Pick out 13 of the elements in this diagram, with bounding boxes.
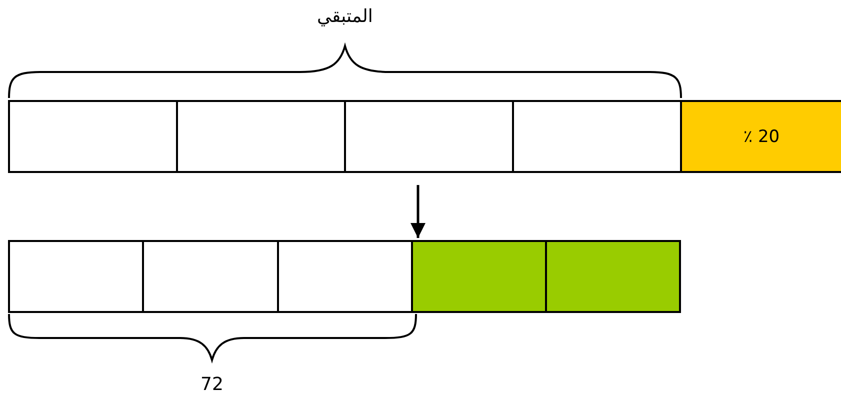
bar-segment	[512, 100, 682, 173]
bar-segment	[8, 240, 144, 313]
bar-segment	[411, 240, 547, 313]
arrow	[410, 185, 426, 238]
bar-segment	[277, 240, 413, 313]
bar-segment	[8, 100, 178, 173]
percent-box: ٪ 20	[680, 100, 841, 173]
bar-segment	[344, 100, 514, 173]
bar-segment	[176, 100, 346, 173]
bar-segment	[142, 240, 279, 313]
brace-label: 72	[200, 374, 224, 395]
bar-segment	[545, 240, 681, 313]
brace-label: المتبقي	[317, 6, 373, 27]
